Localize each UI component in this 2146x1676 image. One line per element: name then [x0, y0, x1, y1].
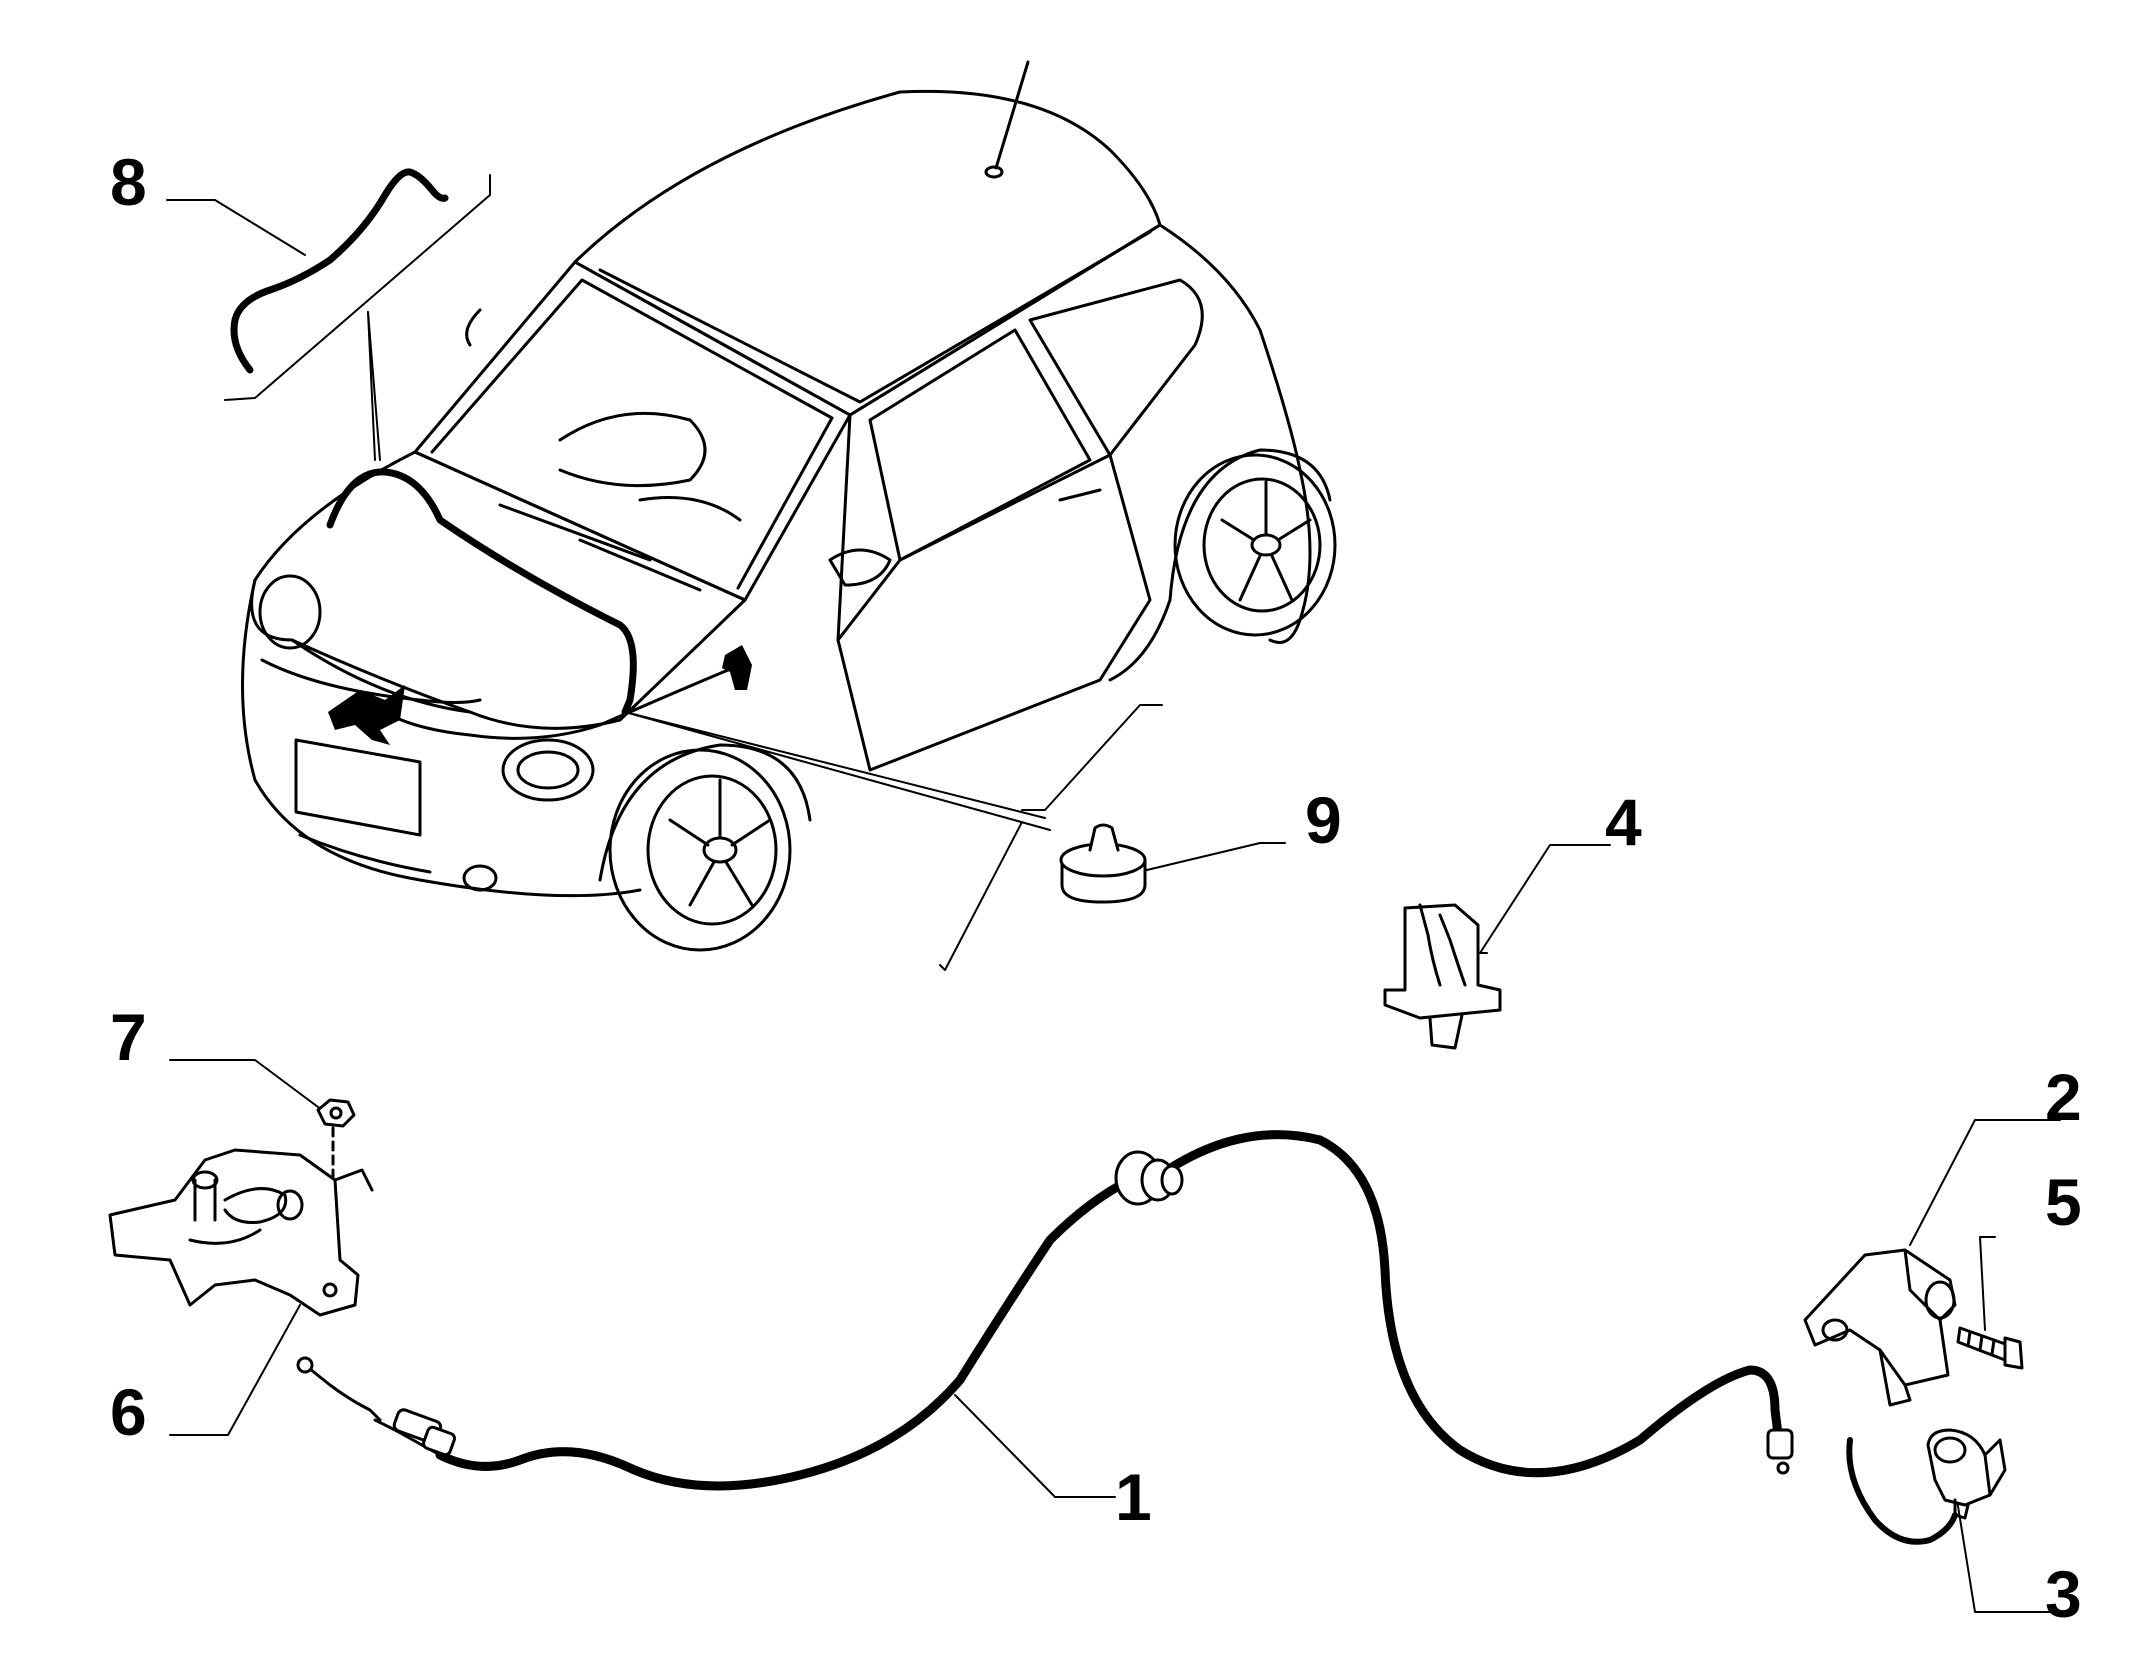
callout-4: 4	[1605, 785, 1642, 859]
callout-5: 5	[2045, 1165, 2082, 1239]
bolt-icon	[1956, 1326, 2024, 1370]
lock-nut-icon	[316, 1098, 356, 1262]
callout-3: 3	[2045, 1557, 2082, 1631]
callout-9: 9	[1305, 783, 1342, 857]
installed-hood-seal	[326, 468, 637, 716]
hood-latch-icon	[108, 1148, 374, 1317]
release-handle-bracket-icon	[1803, 1248, 1957, 1407]
callout-1: 1	[1115, 1460, 1152, 1534]
mounting-clip-icon	[1383, 903, 1502, 1050]
release-lever-icon	[1846, 1428, 2007, 1545]
leader-lines	[166, 174, 2061, 1613]
installed-release-cable	[328, 645, 752, 745]
car-body-icon	[241, 60, 1337, 952]
callout-7: 7	[110, 1000, 147, 1074]
callout-8: 8	[110, 145, 147, 219]
callout-6: 6	[110, 1375, 147, 1449]
callout-labels: 1 2 3 4 5 6 7 8 9	[110, 145, 2082, 1631]
callout-2: 2	[2045, 1060, 2082, 1134]
rubber-bumper-icon	[1059, 823, 1147, 904]
hood-release-cable-icon	[296, 1130, 1794, 1491]
hood-seal-icon	[230, 168, 449, 374]
